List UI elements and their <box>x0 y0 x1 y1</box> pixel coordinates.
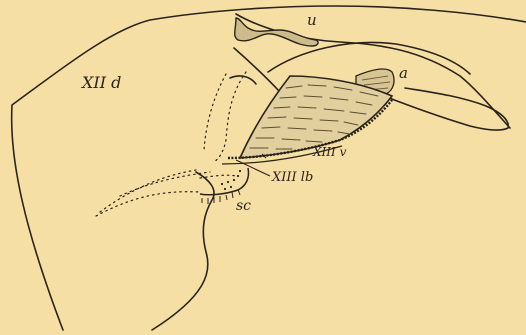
sc-curve <box>200 168 249 195</box>
outer-outline <box>12 6 526 330</box>
dotted-outline-2 <box>204 74 226 150</box>
sc-dot <box>224 188 226 190</box>
sc-dot <box>227 181 229 183</box>
sc-dot <box>237 175 239 177</box>
sc-dot <box>221 183 223 185</box>
label-xiiiv: XIII v <box>313 146 346 158</box>
label-a: a <box>399 66 408 81</box>
dotted-outline-5 <box>96 192 200 216</box>
dotted-outline-6 <box>200 175 236 178</box>
label-xiid: XII d <box>82 75 121 91</box>
label-sc: sc <box>236 199 251 213</box>
dotted-outline-1 <box>214 72 246 162</box>
inner-boundary <box>234 48 280 92</box>
sc-dot <box>239 170 241 172</box>
upper-lobe-shape <box>235 18 318 46</box>
label-u: u <box>307 13 317 28</box>
sc-dot <box>233 179 235 181</box>
appendage-outline <box>384 88 508 130</box>
dotted-outline-3 <box>100 170 196 212</box>
inner-arm-curve <box>268 42 470 74</box>
lower-lobe-outline <box>152 172 214 330</box>
sc-dot <box>230 186 232 188</box>
label-xiiilb: XIII lb <box>272 171 313 184</box>
